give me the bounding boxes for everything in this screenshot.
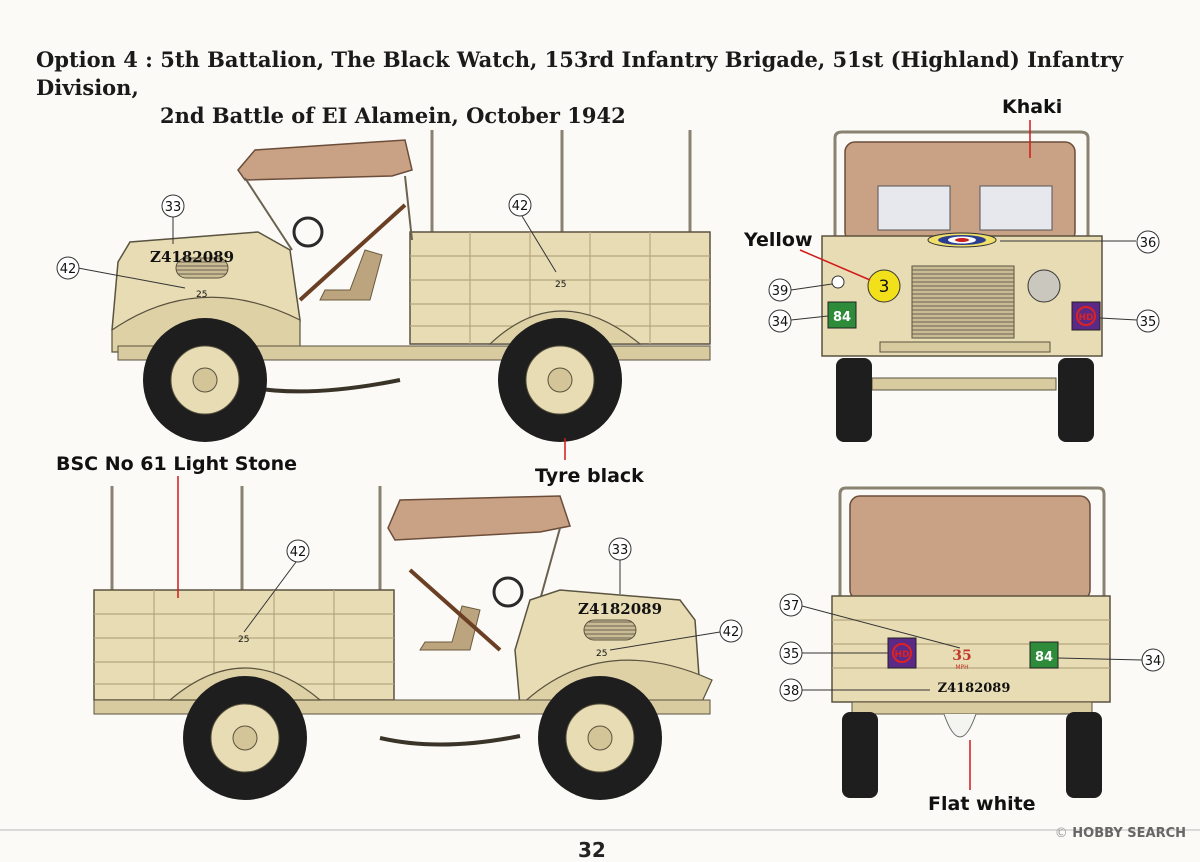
callout-33-top [161,194,185,218]
callout-35-front: 35 [1140,315,1157,330]
callouts-left-side-view: 33 42 42 [56,193,566,460]
title-line-1: Option 4 : 5th Battalion, The Black Watc… [36,47,1124,100]
bridge-class-number: 3 [879,277,890,297]
front-wheel-left-front [836,358,872,442]
windscreen-left [877,185,951,231]
steering-wheel-right [492,576,524,608]
tailgate [831,595,1111,703]
windscreen-right [979,185,1053,231]
callout-42-bottom-right: 42 [723,625,740,640]
watermark: © HOBBY SEARCH [1055,826,1186,841]
callout-39: 39 [772,284,789,299]
watermark-symbol: © [1054,826,1068,841]
rear-wheel-left-rear [842,712,878,798]
callout-34-front: 34 [772,315,789,330]
callouts-rear-view: 37 35 38 34 [779,593,1165,790]
callout-38: 38 [783,684,800,699]
right-side-view: Z4182089 25 25 [93,486,713,800]
axle-load-right-front: 25 [596,649,607,659]
callout-42-top-left [56,256,80,280]
seat-right [419,605,481,651]
watermark-brand: HOBBY SEARCH [1072,826,1186,841]
serial-marking-right: Z4182089 [578,600,662,618]
callout-37: 37 [783,599,800,614]
callout-35-rear: 35 [783,647,800,662]
callouts-right-side-view: 42 33 42 [177,476,743,651]
bridge-class-disc [867,269,901,303]
axle-load-left-rear: 25 [555,280,566,290]
unit-code-front: 84 [833,310,851,325]
callout-33-bottom: 33 [612,543,629,558]
radiator-grille [911,265,1015,339]
callout-33-top-label: 33 [165,200,182,215]
front-wheel-right [538,676,662,800]
speed-limit-number: 35 [952,648,971,664]
callout-34-rear: 34 [1145,654,1162,669]
rear-view: HD 84 35 MPH Z4182089 [831,486,1111,798]
callout-42-top-mid-label: 42 [512,199,529,214]
seat-left [319,249,383,301]
paint-label-light-stone: BSC No 61 Light Stone [56,453,298,475]
front-view: 3 84 HD [821,130,1103,442]
callout-42-top-left-label: 42 [60,262,77,277]
division-sign-rear-text: HD [894,650,909,660]
division-sign-front-text: HD [1078,313,1093,323]
page-number: 32 [578,838,606,862]
option-title: Option 4 : 5th Battalion, The Black Watc… [36,46,1200,130]
side-vent-right [583,619,637,641]
callout-42-top-mid [508,193,532,217]
rifle-right [408,568,502,652]
serial-marking-rear: Z4182089 [938,681,1011,696]
axle-load-right-rear: 25 [238,635,249,645]
paint-label-flat-white: Flat white [928,793,1036,815]
front-wheel-left [143,318,267,442]
callouts-front-view: 36 39 34 35 [768,120,1160,333]
rear-wheel-right [183,676,307,800]
paint-label-yellow: Yellow [744,229,813,251]
unit-code-plate-rear [1029,641,1059,669]
speed-limit-unit: MPH [955,664,968,671]
front-wheel-right-front [1058,358,1094,442]
paint-label-tyre-black: Tyre black [535,465,644,487]
steering-wheel-left [292,216,324,248]
rear-wheel-right-rear [1066,712,1102,798]
paint-label-khaki: Khaki [1002,96,1063,118]
callout-42-bottom-left: 42 [290,545,307,560]
side-vent-left [175,257,229,279]
left-side-view: Z4182089 25 25 [111,130,711,442]
unit-code-rear: 84 [1035,650,1053,665]
unit-code-plate-front [827,301,857,329]
rear-wheel-left [498,318,622,442]
canvas-top-left [237,139,413,181]
title-line-2: 2nd Battle of EI Alamein, October 1942 [160,103,626,128]
serial-marking-left: Z4182089 [150,248,234,266]
rifle-left [298,203,407,302]
axle-load-left-front: 25 [196,290,207,300]
canvas-top-rear [849,495,1091,601]
callout-36: 36 [1140,236,1157,251]
canvas-top-right [387,495,571,541]
